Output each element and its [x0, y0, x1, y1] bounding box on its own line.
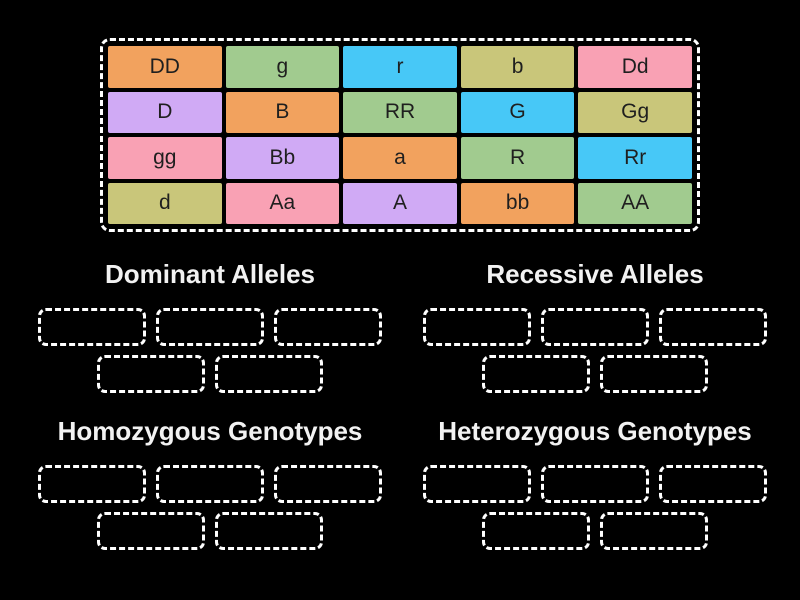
- drop-slot-homozygous-4[interactable]: [97, 512, 205, 550]
- tile-Gg[interactable]: Gg: [578, 91, 692, 133]
- drop-slot-heterozygous-4[interactable]: [482, 512, 590, 550]
- group-homozygous-genotypes: Homozygous Genotypes: [30, 415, 390, 550]
- drop-slots-homozygous-genotypes: [30, 465, 390, 550]
- drop-slot-homozygous-1[interactable]: [38, 465, 146, 503]
- group-heterozygous-genotypes: Heterozygous Genotypes: [415, 415, 775, 550]
- drop-slot-heterozygous-3[interactable]: [659, 465, 767, 503]
- drop-slot-heterozygous-5[interactable]: [600, 512, 708, 550]
- drop-slot-heterozygous-2[interactable]: [541, 465, 649, 503]
- group-title-recessive-alleles: Recessive Alleles: [486, 259, 704, 289]
- drop-slot-homozygous-5[interactable]: [215, 512, 323, 550]
- drop-slot-dominant-3[interactable]: [274, 308, 382, 346]
- tile-r[interactable]: r: [343, 46, 457, 88]
- drop-slots-dominant-alleles: [30, 308, 390, 393]
- drop-slot-recessive-2[interactable]: [541, 308, 649, 346]
- tile-d[interactable]: d: [108, 182, 222, 224]
- group-title-homozygous-genotypes: Homozygous Genotypes: [57, 416, 363, 446]
- tile-Rr[interactable]: Rr: [578, 137, 692, 179]
- tile-Bb[interactable]: Bb: [225, 137, 340, 179]
- drop-slot-homozygous-2[interactable]: [156, 465, 264, 503]
- tile-A[interactable]: A: [343, 182, 457, 224]
- group-dominant-alleles: Dominant Alleles: [30, 258, 390, 393]
- tile-b[interactable]: b: [460, 46, 575, 88]
- drop-slots-recessive-alleles: [415, 308, 775, 393]
- group-title-heterozygous-genotypes: Heterozygous Genotypes: [438, 416, 752, 446]
- tile-Aa[interactable]: Aa: [225, 182, 340, 224]
- drop-slot-recessive-4[interactable]: [482, 355, 590, 393]
- drop-slots-heterozygous-genotypes: [415, 465, 775, 550]
- drop-slot-dominant-4[interactable]: [97, 355, 205, 393]
- tile-g[interactable]: g: [225, 46, 340, 88]
- tile-G[interactable]: G: [460, 91, 575, 133]
- drop-slot-heterozygous-1[interactable]: [423, 465, 531, 503]
- tile-Dd[interactable]: Dd: [578, 46, 692, 88]
- drop-slot-dominant-2[interactable]: [156, 308, 264, 346]
- tile-B[interactable]: B: [225, 91, 340, 133]
- group-recessive-alleles: Recessive Alleles: [415, 258, 775, 393]
- tile-R[interactable]: R: [460, 137, 575, 179]
- drop-slot-dominant-5[interactable]: [215, 355, 323, 393]
- tile-a[interactable]: a: [343, 137, 457, 179]
- tile-DD[interactable]: DD: [108, 46, 222, 88]
- group-title-dominant-alleles: Dominant Alleles: [105, 259, 315, 289]
- tile-gg[interactable]: gg: [108, 137, 222, 179]
- tile-RR[interactable]: RR: [343, 91, 457, 133]
- drop-slot-homozygous-3[interactable]: [274, 465, 382, 503]
- tile-bb[interactable]: bb: [460, 182, 575, 224]
- drop-slot-dominant-1[interactable]: [38, 308, 146, 346]
- drop-slot-recessive-1[interactable]: [423, 308, 531, 346]
- tile-D[interactable]: D: [108, 91, 222, 133]
- tile-AA[interactable]: AA: [578, 182, 692, 224]
- drop-slot-recessive-5[interactable]: [600, 355, 708, 393]
- drop-slot-recessive-3[interactable]: [659, 308, 767, 346]
